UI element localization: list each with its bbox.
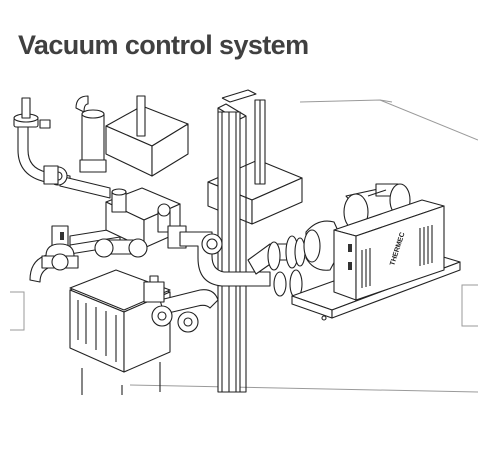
steel-column	[217, 89, 257, 393]
pipe-stubs	[136, 95, 266, 185]
concrete-block-left	[105, 105, 189, 177]
pump-left	[41, 225, 79, 271]
piping-top-left	[13, 97, 71, 187]
valve-manifold	[94, 187, 187, 258]
flange-pair	[267, 235, 306, 299]
page-title: Vacuum control system	[18, 30, 309, 60]
pump-enclosure	[333, 199, 445, 301]
building-outline	[10, 99, 478, 393]
separator-vessel	[75, 95, 107, 173]
